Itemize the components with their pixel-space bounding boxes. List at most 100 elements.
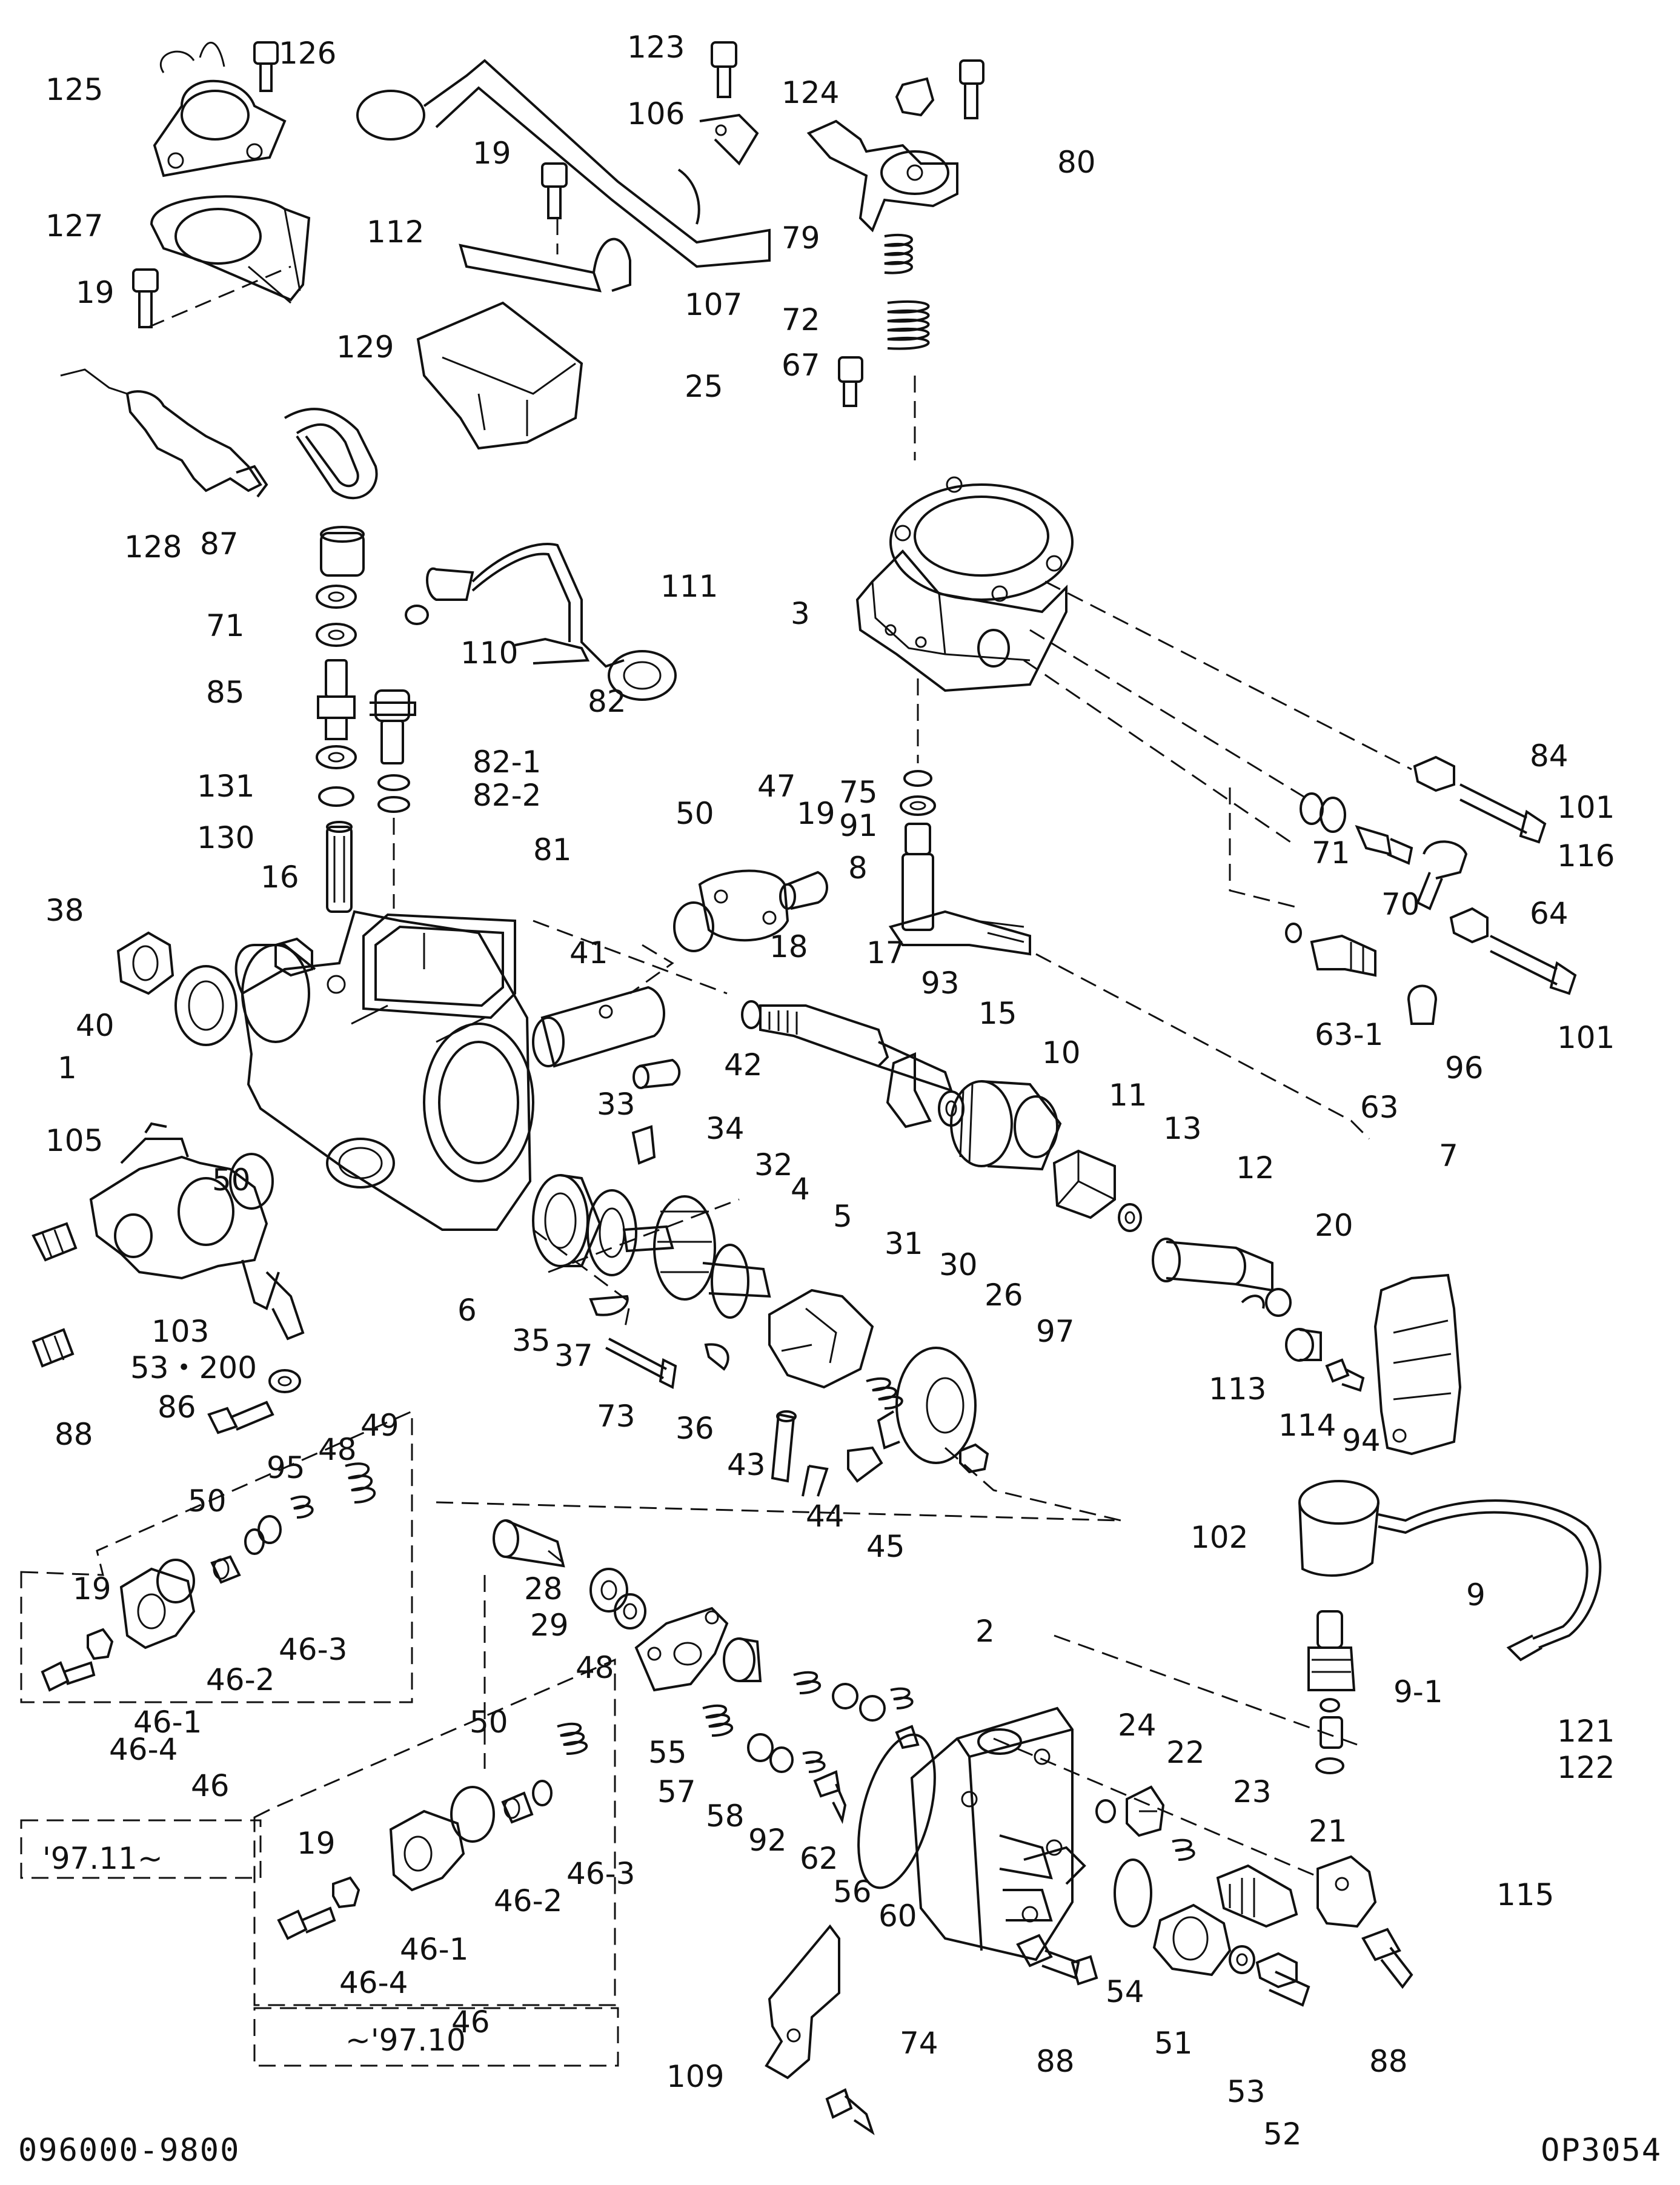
callout-c87: 87 [200,526,239,562]
cover-46-1-old [389,1809,465,1892]
oring-50-old [450,1786,495,1843]
spring-72 [887,300,930,350]
callout-c50d: 50 [470,1705,508,1740]
callout-c1: 1 [58,1050,77,1086]
callout-c21: 21 [1309,1814,1347,1849]
callout-c52: 52 [1263,2117,1302,2152]
callout-c44: 44 [806,1499,845,1534]
callout-c55: 55 [648,1735,687,1770]
pin-43 [771,1410,797,1483]
callout-c464a: 46-4 [109,1732,178,1767]
callout-c30: 30 [939,1247,978,1282]
callout-c29: 29 [530,1608,569,1643]
callout-c11: 11 [1109,1078,1147,1113]
cover-46-1-new [119,1567,196,1650]
callout-c19a: 19 [473,136,511,171]
callout-c462b: 46-2 [494,1883,562,1918]
callout-c4: 4 [791,1172,810,1207]
callout-c74: 74 [900,2026,938,2061]
callout-c34: 34 [706,1111,745,1146]
callout-c50c: 50 [188,1484,227,1519]
bolt-80 [959,59,984,119]
callout-c58: 58 [706,1799,745,1834]
joint-116 [1416,840,1468,910]
roller-holder-34 [653,1195,716,1301]
callout-c63: 63 [1360,1090,1399,1125]
spring-62 [802,1751,826,1773]
callout-c19c: 19 [797,796,835,831]
callout-c71b: 71 [1312,835,1350,870]
callout-c125: 125 [45,72,103,107]
callout-c81: 81 [533,832,572,867]
callout-c19e: 19 [297,1826,336,1861]
oring-46-3-new [244,1528,265,1555]
nut-46-4-new [87,1628,114,1660]
spring-57 [702,1704,734,1737]
callout-c62: 62 [800,1841,838,1876]
callout-c53: 53 [1227,2074,1266,2109]
oring-50-new [156,1559,195,1603]
shaft-8 [888,823,1031,956]
callout-c47: 47 [757,769,796,804]
callout-c92: 92 [748,1823,787,1858]
washer-71-a [316,585,357,609]
callout-c126: 126 [279,36,336,71]
bolt-86 [207,1401,274,1434]
callout-c111: 111 [660,569,718,604]
callout-c115: 115 [1496,1877,1554,1912]
callout-c8: 8 [848,850,868,886]
washer-24 [1095,1799,1116,1823]
callout-c7: 7 [1439,1138,1458,1173]
bolt-19-cover [779,870,828,910]
callout-c113: 113 [1209,1371,1266,1407]
bolt-19-center-top [541,162,568,219]
callout-c131: 131 [197,769,254,804]
plug-16 [274,937,313,977]
callout-c46a: 46 [191,1768,230,1803]
pin-44 [802,1465,829,1497]
callout-c50b: 50 [212,1162,251,1198]
pin-60-top [895,1725,920,1749]
bolt-101-top [1459,783,1547,844]
callout-c42: 42 [724,1047,763,1083]
cover-47 [698,869,789,942]
callout-c121: 121 [1557,1714,1615,1749]
callout-c88b: 88 [1036,2044,1075,2079]
spacer-55 [723,1637,762,1682]
callout-c33: 33 [597,1087,636,1122]
callout-c48b: 48 [576,1650,614,1685]
nut-97 [959,1443,989,1474]
oring-46-3-old [532,1780,553,1806]
bolt-88-center [1016,1934,1098,1986]
callout-c94: 94 [1342,1423,1381,1458]
callout-c461a: 46-1 [133,1705,202,1740]
spring-48-new [290,1495,314,1519]
bracket-25 [416,301,583,450]
callout-c88c: 88 [1369,2044,1408,2079]
bolt-126 [253,41,279,92]
bolt-123 [711,41,737,98]
washer-28 [589,1568,628,1613]
nut-114 [1285,1328,1322,1362]
callout-c91b: 9-1 [1393,1674,1443,1709]
callout-c80: 80 [1057,145,1096,180]
callout-c15: 15 [978,996,1017,1031]
callout-c822: 82-2 [473,778,541,813]
callout-c38: 38 [45,893,84,928]
callout-c821: 82-1 [473,744,541,780]
callout-c88a: 88 [55,1417,93,1452]
shaft-12 [1152,1238,1273,1292]
callout-c32: 32 [754,1147,793,1182]
callout-c54: 54 [1106,1974,1144,2009]
callout-c96: 96 [1445,1050,1484,1086]
callout-c95: 95 [267,1450,305,1485]
bolt-73 [605,1338,677,1390]
washer-13 [1118,1203,1142,1232]
bracket-115 [1316,1855,1377,1928]
bracket-7 [1373,1273,1462,1456]
callout-c123: 123 [627,30,685,65]
callout-c127: 127 [45,208,103,244]
bolt-19-new [41,1661,96,1692]
valve-63 [1310,934,1376,977]
